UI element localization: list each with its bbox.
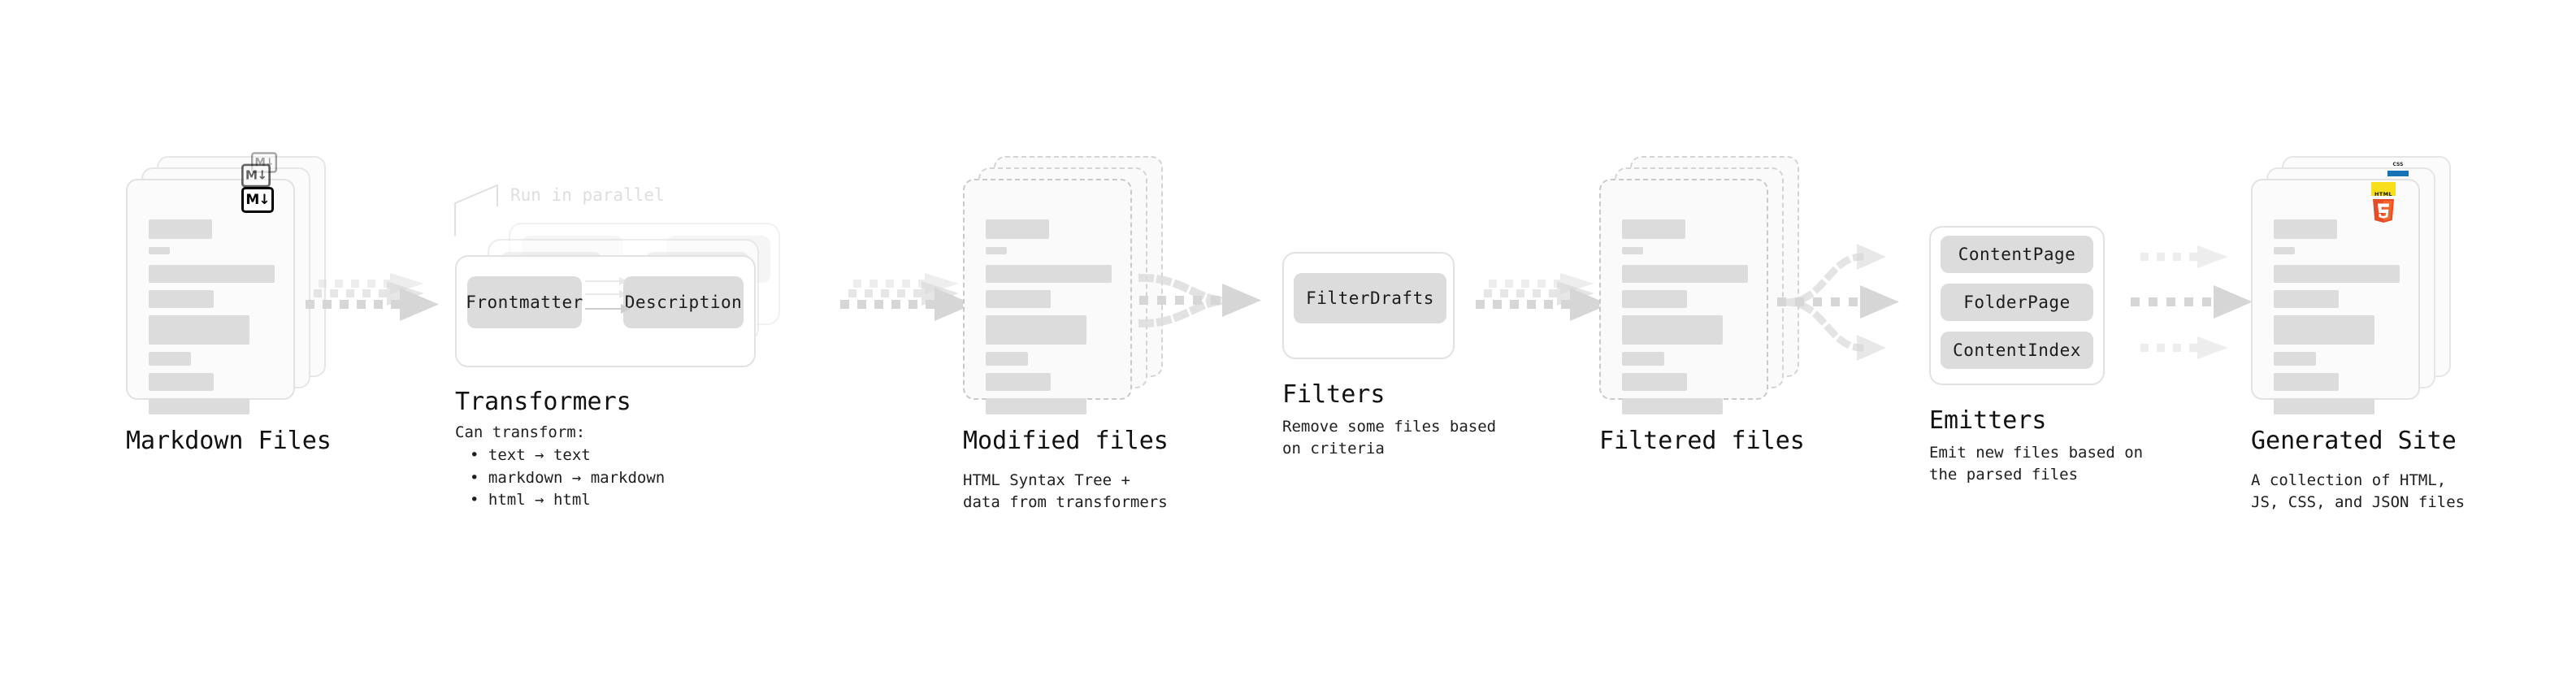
skeleton-line xyxy=(2274,290,2339,308)
markdown-glyph: M↓ xyxy=(245,167,267,183)
skeleton-line xyxy=(1622,373,1687,391)
skeleton-line xyxy=(986,265,1112,283)
generated-site-card xyxy=(2251,179,2420,414)
stage-title-markdown-files: Markdown Files xyxy=(126,427,332,455)
pill-contentindex[interactable]: ContentIndex xyxy=(1941,332,2093,369)
flow-arrow-3-merge xyxy=(1138,273,1261,328)
pill-frontmatter[interactable]: Frontmatter xyxy=(466,276,583,328)
markdown-icon-mid: M↓ xyxy=(241,163,271,188)
stage-title-modified-files: Modified files xyxy=(963,427,1169,455)
flow-arrow-4 xyxy=(1476,273,1609,321)
markdown-icon: M↓ xyxy=(241,187,274,213)
skeleton-line xyxy=(2274,265,2400,283)
svg-text:HTML: HTML xyxy=(2374,191,2392,197)
stage-title-filtered-files: Filtered files xyxy=(1599,427,1805,455)
pill-label: ContentPage xyxy=(1958,245,2076,264)
html5-shield: HTML xyxy=(2373,191,2394,223)
skeleton-line xyxy=(2274,398,2374,414)
markdown-glyph: M↓ xyxy=(245,191,270,208)
skeleton-line xyxy=(149,373,214,391)
skeleton-line xyxy=(149,265,275,283)
pill-label: FilterDrafts xyxy=(1306,288,1434,308)
filtered-file-card xyxy=(1599,179,1768,414)
skeleton-line xyxy=(2274,219,2337,239)
skeleton-line xyxy=(1622,290,1687,308)
stage-subtitle-filters: Remove some files based on criteria xyxy=(1282,418,1497,458)
skeleton-line xyxy=(149,352,191,366)
skeleton-line xyxy=(149,290,214,308)
annotation-leader-line xyxy=(454,184,498,236)
stage-subtitle-emitters: Emit new files based on the parsed files xyxy=(1929,444,2144,484)
pill-label: Frontmatter xyxy=(466,293,583,312)
flow-arrow-2 xyxy=(840,273,974,321)
skeleton-line xyxy=(986,219,1049,239)
transformer-internal-arrows xyxy=(585,277,631,314)
bullet-item: • text → text xyxy=(470,446,591,464)
skeleton-line xyxy=(1622,265,1748,283)
pill-folderpage[interactable]: FolderPage xyxy=(1941,284,2093,321)
skeleton-line xyxy=(1622,315,1723,345)
annotation-run-in-parallel: Run in parallel xyxy=(510,185,665,205)
skeleton-line xyxy=(986,352,1028,366)
css-icon: CSS xyxy=(2387,163,2409,176)
transformers-bullets: • text → text • markdown → markdown • html… xyxy=(470,445,665,512)
skeleton-line xyxy=(2274,352,2316,366)
html5-icon: HTML xyxy=(2370,190,2397,223)
modified-file-card xyxy=(963,179,1132,414)
skeleton-line xyxy=(149,219,212,239)
stage-subtitle-modified-files: HTML Syntax Tree + data from transformer… xyxy=(963,471,1168,511)
markdown-file-card xyxy=(126,179,295,414)
flow-arrow-5-fanout xyxy=(1777,244,1899,361)
css-label: CSS xyxy=(2392,162,2404,167)
skeleton-line xyxy=(149,398,249,414)
skeleton-line xyxy=(2274,315,2374,345)
pill-label: FolderPage xyxy=(1963,293,2071,312)
flow-arrow-6 xyxy=(2131,245,2253,359)
js-icon xyxy=(2371,182,2396,196)
skeleton-line xyxy=(1622,398,1723,414)
skeleton-line xyxy=(2274,373,2339,391)
skeleton-line xyxy=(1622,352,1664,366)
skeleton-line xyxy=(986,247,1007,254)
skeleton-line xyxy=(1622,247,1643,254)
flow-arrow-1 xyxy=(306,273,439,321)
pill-label: ContentIndex xyxy=(1953,340,2081,360)
pill-description[interactable]: Description xyxy=(623,276,744,328)
skeleton-line xyxy=(986,290,1051,308)
pill-label: Description xyxy=(624,293,743,312)
skeleton-line xyxy=(986,373,1051,391)
skeleton-line xyxy=(986,398,1086,414)
skeleton-line xyxy=(149,315,249,345)
pill-contentpage[interactable]: ContentPage xyxy=(1941,236,2093,273)
skeleton-line xyxy=(986,315,1086,345)
stage-subtitle-generated-site: A collection of HTML, JS, CSS, and JSON … xyxy=(2251,471,2465,511)
bullet-item: • html → html xyxy=(470,491,591,510)
stage-title-generated-site: Generated Site xyxy=(2251,427,2457,455)
skeleton-line xyxy=(1622,219,1685,239)
bullet-item: • markdown → markdown xyxy=(470,468,666,487)
stage-title-transformers: Transformers xyxy=(455,388,631,416)
stage-title-filters: Filters xyxy=(1282,380,1386,409)
pill-filterdrafts[interactable]: FilterDrafts xyxy=(1294,273,1446,323)
transformers-bullets-intro: Can transform: xyxy=(455,423,586,441)
skeleton-line xyxy=(2274,247,2295,254)
skeleton-line xyxy=(149,247,170,254)
stage-title-emitters: Emitters xyxy=(1929,406,2047,435)
